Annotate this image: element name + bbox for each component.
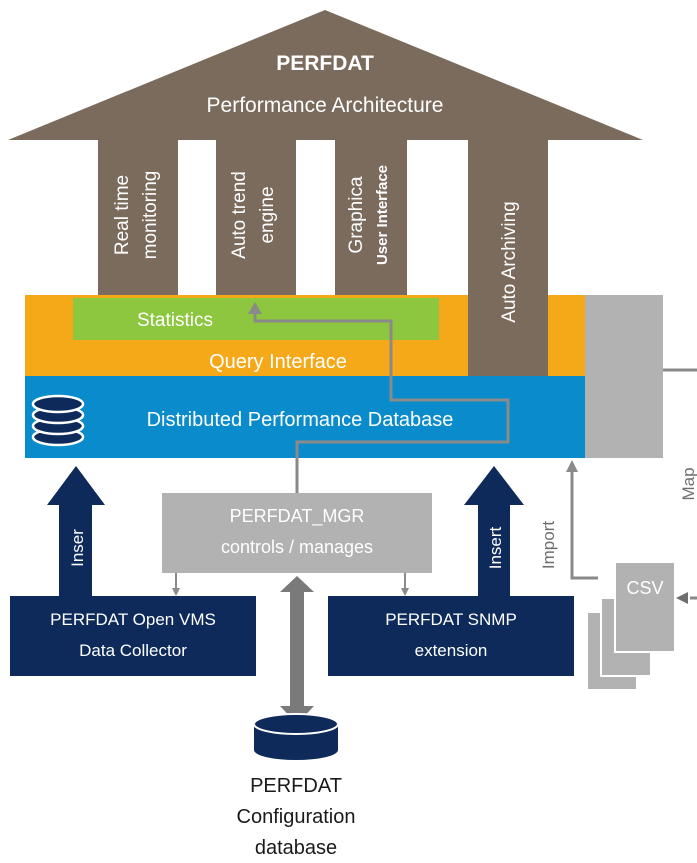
insert-arrow-right xyxy=(464,466,524,604)
import-arrowhead xyxy=(566,460,578,472)
map-label: Map xyxy=(679,467,697,500)
config-db-line1: PERFDAT xyxy=(250,775,342,797)
statistics-label: Statistics xyxy=(137,310,213,331)
perfdat-mgr-line2: controls / manages xyxy=(221,537,373,557)
pillar-realtime-line2: monitoring xyxy=(140,171,161,260)
insert-arrow-right-label: Insert xyxy=(486,526,505,569)
insert-arrow-left-label: Inser xyxy=(68,529,87,567)
roof xyxy=(8,10,643,140)
config-db-line2: Configuration xyxy=(237,806,356,828)
snmp-extension-box xyxy=(328,596,574,676)
statistics-arrowhead xyxy=(248,302,262,314)
pillar-autotrend xyxy=(216,140,296,295)
database-stack-icon xyxy=(31,394,85,447)
insert-arrow-left xyxy=(47,466,105,604)
pillar-realtime xyxy=(98,140,178,295)
csv-label: CSV xyxy=(626,578,663,598)
pillar-autotrend-line2: engine xyxy=(257,186,278,243)
roof-title: PERFDAT xyxy=(276,52,374,75)
snmp-extension-line2: extension xyxy=(415,641,488,660)
openvms-collector-line2: Data Collector xyxy=(79,641,187,660)
right-grey-column xyxy=(585,295,663,458)
import-label: Import xyxy=(539,521,558,569)
pillar-graphical-line1: Graphica xyxy=(346,176,367,254)
pillar-autotrend-line1: Auto trend xyxy=(229,171,250,259)
mgr-to-openvms-arrowhead xyxy=(172,588,180,596)
pillar-autoarchiving-line1: Auto Archiving xyxy=(499,201,520,322)
openvms-collector-line1: PERFDAT Open VMS xyxy=(50,610,216,629)
csv-document-stack-icon xyxy=(586,561,676,691)
import-line xyxy=(570,468,598,580)
database-label: Distributed Performance Database xyxy=(147,409,454,431)
mgr-to-statistics-line xyxy=(253,312,510,493)
pillar-autoarchiving xyxy=(468,140,548,376)
perfdat-mgr-line1: PERFDAT_MGR xyxy=(230,506,365,527)
perfdat-mgr-box xyxy=(162,493,432,573)
pillar-graphical xyxy=(335,140,407,295)
snmp-extension-line1: PERFDAT SNMP xyxy=(385,610,517,629)
pillar-realtime-line1: Real time xyxy=(112,175,133,255)
mgr-to-snmp-arrowhead xyxy=(401,588,409,596)
mgr-config-double-arrow xyxy=(280,576,314,724)
database-band xyxy=(25,376,585,458)
pillar-graphical-line2: User Interface xyxy=(374,165,391,265)
config-db-line3: database xyxy=(255,837,337,859)
csv-incoming-arrowhead xyxy=(676,592,688,604)
roof-subtitle: Performance Architecture xyxy=(207,94,444,117)
query-interface-label: Query Interface xyxy=(209,351,347,373)
openvms-collector-box xyxy=(10,596,256,676)
config-database-icon xyxy=(253,713,339,760)
